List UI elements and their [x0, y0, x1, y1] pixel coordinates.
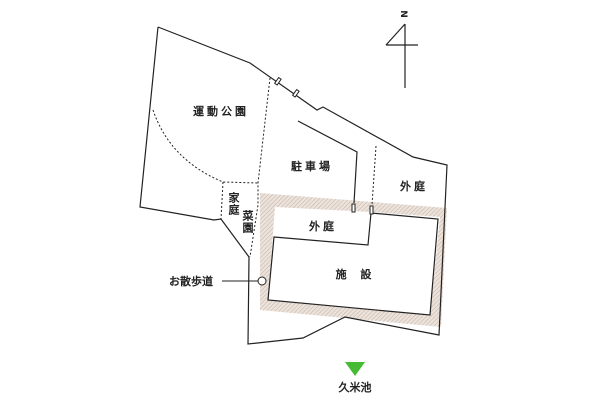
label-sports-park: 運動公園	[193, 105, 249, 118]
label-pond: 久米池	[338, 381, 372, 394]
north-arrow-icon	[385, 23, 418, 88]
gate-icon	[291, 88, 300, 98]
label-home-garden: 家庭	[227, 192, 240, 216]
label-parking: 駐車場	[291, 160, 333, 173]
label-facility: 施 設	[335, 268, 377, 281]
gate-icon	[273, 76, 282, 86]
walking-path-marker-icon	[257, 276, 267, 286]
facility-building	[267, 212, 439, 316]
label-walking-path: お散歩道	[169, 275, 213, 288]
east-dashed-line	[371, 145, 377, 206]
label-vegetable-garden: 菜園	[241, 210, 254, 234]
park-dashed-boundary	[152, 109, 259, 184]
pond-direction-icon	[345, 362, 365, 376]
parking-boundary	[297, 120, 358, 204]
garden-dashed-boundary	[220, 77, 271, 258]
gate-icon	[351, 203, 356, 213]
label-outer-garden-east: 外庭	[400, 180, 428, 193]
label-outer-garden-inner: 外庭	[309, 220, 337, 233]
north-label: N	[398, 10, 408, 18]
site-boundary	[139, 26, 448, 345]
gate-icon	[369, 205, 374, 215]
